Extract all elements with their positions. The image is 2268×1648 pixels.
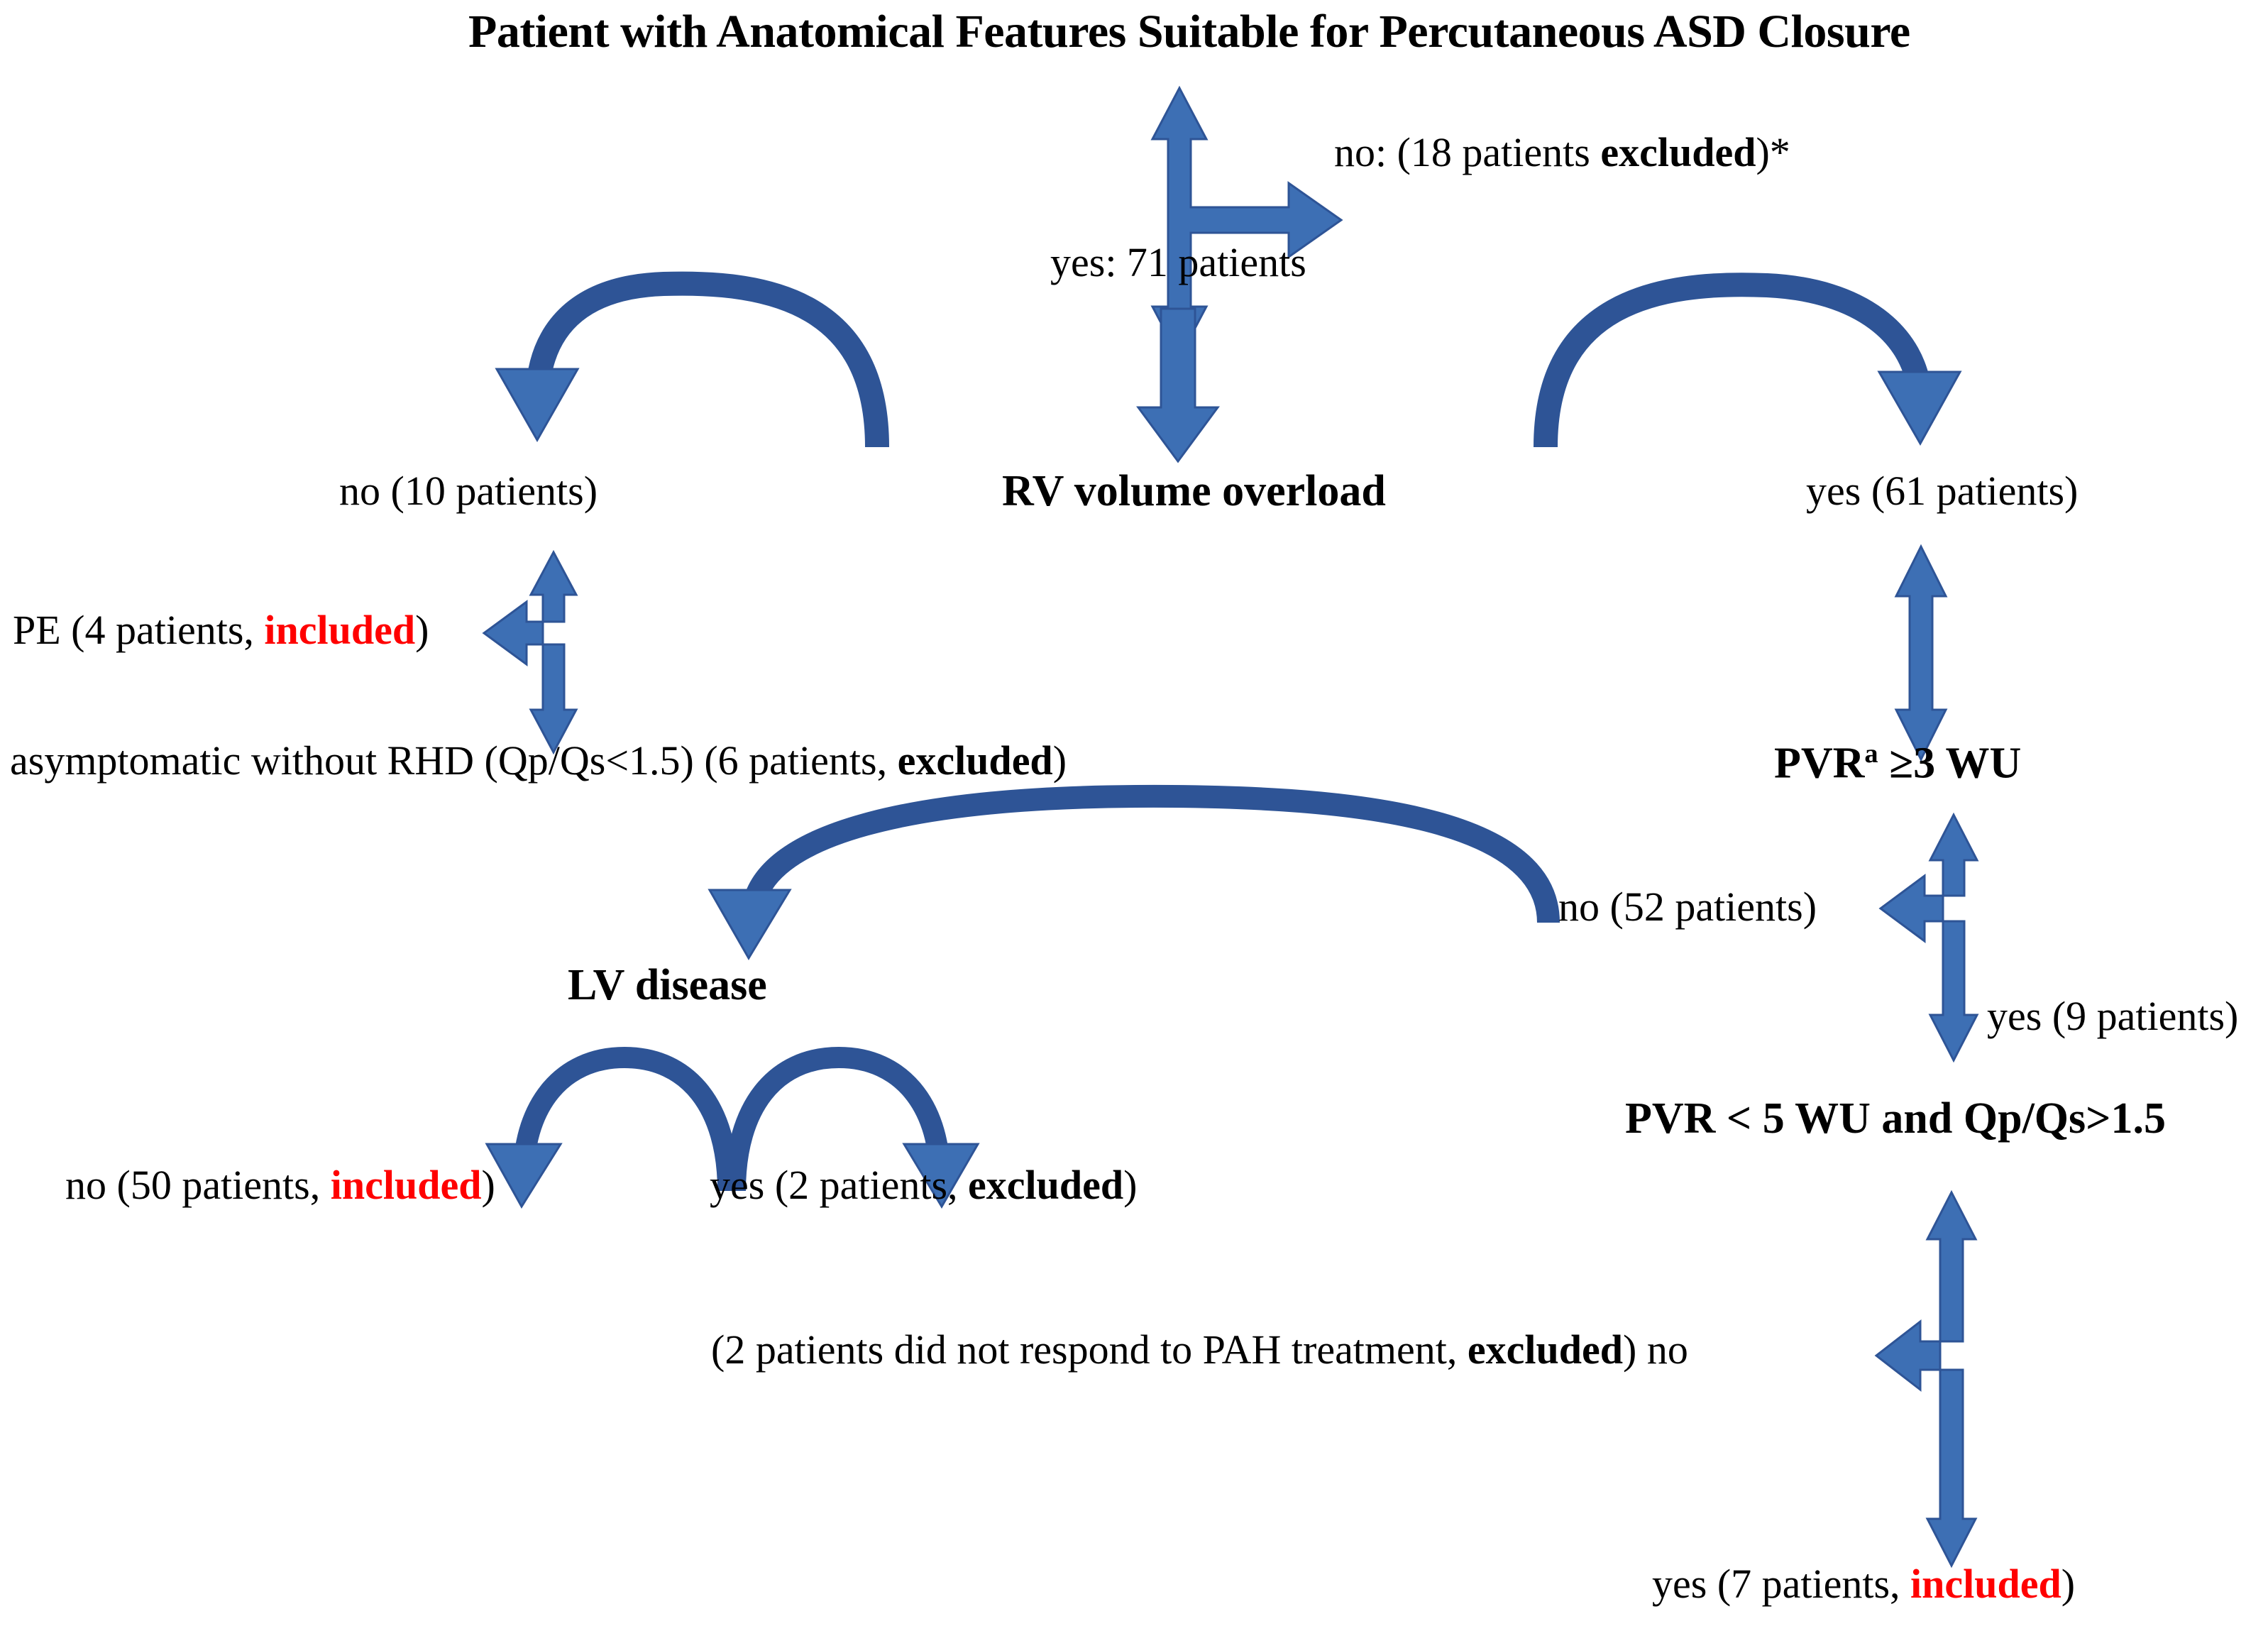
label-asymptomatic-prefix: asymptomatic without RHD (Qp/Qs<1.5) (6 … [10, 737, 898, 784]
label-no-50-included: no (50 patients, included) [65, 1162, 495, 1208]
node-lv-disease: LV disease [568, 961, 767, 1009]
node-pvr-ge3-suffix: ≥3 WU [1878, 739, 2022, 788]
arrow-yes61-to-pvr3 [1894, 544, 1948, 762]
arrow-arc-right-yes61 [1534, 273, 1962, 448]
arrow-arc-no52-to-lv [708, 784, 1560, 960]
label-excluded-18-prefix: no: (18 patients [1334, 129, 1601, 175]
arrow-no10-branch [482, 549, 578, 755]
label-asymptomatic-excluded: asymptomatic without RHD (Qp/Qs<1.5) (6 … [10, 737, 1067, 784]
arrow-root-split [1150, 85, 1343, 361]
label-pah-no-excluded: (2 patients did not respond to PAH treat… [711, 1326, 1688, 1373]
label-yes-9: yes (9 patients) [1987, 993, 2239, 1039]
label-yes-2-excluded: yes (2 patients, excluded) [710, 1162, 1138, 1208]
label-asymptomatic-bold: excluded [897, 737, 1053, 784]
node-pvr-ge3-superscript: a [1864, 739, 1878, 769]
label-no-50-included-word: included [330, 1162, 482, 1208]
label-yes-2-suffix: ) [1123, 1162, 1138, 1208]
label-asymptomatic-suffix: ) [1052, 737, 1067, 784]
label-pe-4-suffix: ) [415, 607, 429, 653]
node-pvr-ge3-wu: PVRa ≥3 WU [1774, 740, 2021, 787]
label-yes-7-suffix: ) [2061, 1561, 2076, 1607]
label-yes-71: yes: 71 patients [1050, 239, 1306, 285]
label-no-52: no (52 patients) [1558, 884, 1817, 930]
arrow-arc-left-no10 [495, 271, 889, 448]
label-no-50-suffix: ) [481, 1162, 495, 1208]
label-yes-7-included: yes (7 patients, included) [1652, 1561, 2076, 1607]
label-pe-4-prefix: PE (4 patients, [13, 607, 265, 653]
label-pah-prefix: (2 patients did not respond to PAH treat… [711, 1326, 1468, 1373]
node-rv-volume-overload: RV volume overload [1002, 467, 1386, 515]
label-yes-7-prefix: yes (7 patients, [1652, 1561, 1911, 1607]
arrow-arc-lv-left-no [485, 1046, 739, 1209]
node-pvr-lt5-qpqs: PVR < 5 WU and Qp/Qs>1.5 [1625, 1094, 2166, 1143]
arrow-pvr5-branch [1874, 1190, 1978, 1569]
page-title: Patient with Anatomical Features Suitabl… [468, 6, 1910, 57]
label-pah-bold: excluded [1467, 1326, 1624, 1373]
label-pah-suffix: ) no [1623, 1326, 1688, 1373]
node-pvr-ge3-prefix: PVR [1774, 739, 1865, 788]
label-yes-2-prefix: yes (2 patients, [710, 1162, 969, 1208]
label-yes-7-included-word: included [1910, 1561, 2061, 1607]
label-yes-61: yes (61 patients) [1806, 468, 2079, 514]
label-pe-4-included: PE (4 patients, included) [13, 607, 429, 653]
label-excluded-18: no: (18 patients excluded)* [1334, 131, 1790, 175]
label-excluded-18-suffix: )* [1756, 129, 1790, 175]
label-no-10: no (10 patients) [339, 468, 598, 514]
label-no-50-prefix: no (50 patients, [65, 1162, 331, 1208]
arrow-to-rv-overload [1136, 307, 1220, 463]
label-yes-2-bold: excluded [968, 1162, 1124, 1208]
label-pe-4-included-word: included [264, 607, 416, 653]
label-excluded-18-bold: excluded [1600, 129, 1756, 175]
arrow-pvr3-branch [1878, 812, 1979, 1063]
